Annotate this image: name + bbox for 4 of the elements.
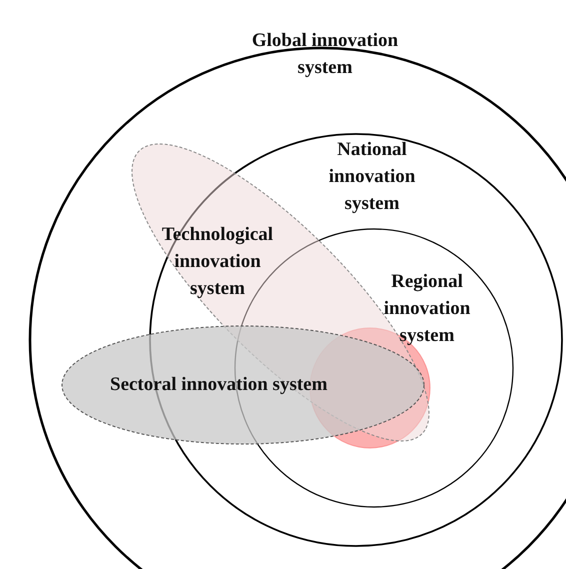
region-label: Global innovation system — [250, 29, 400, 80]
region-label: National innovation system — [328, 138, 416, 216]
region-label: Sectoral innovation system — [110, 373, 328, 397]
region-label: Regional innovation system — [382, 270, 472, 348]
